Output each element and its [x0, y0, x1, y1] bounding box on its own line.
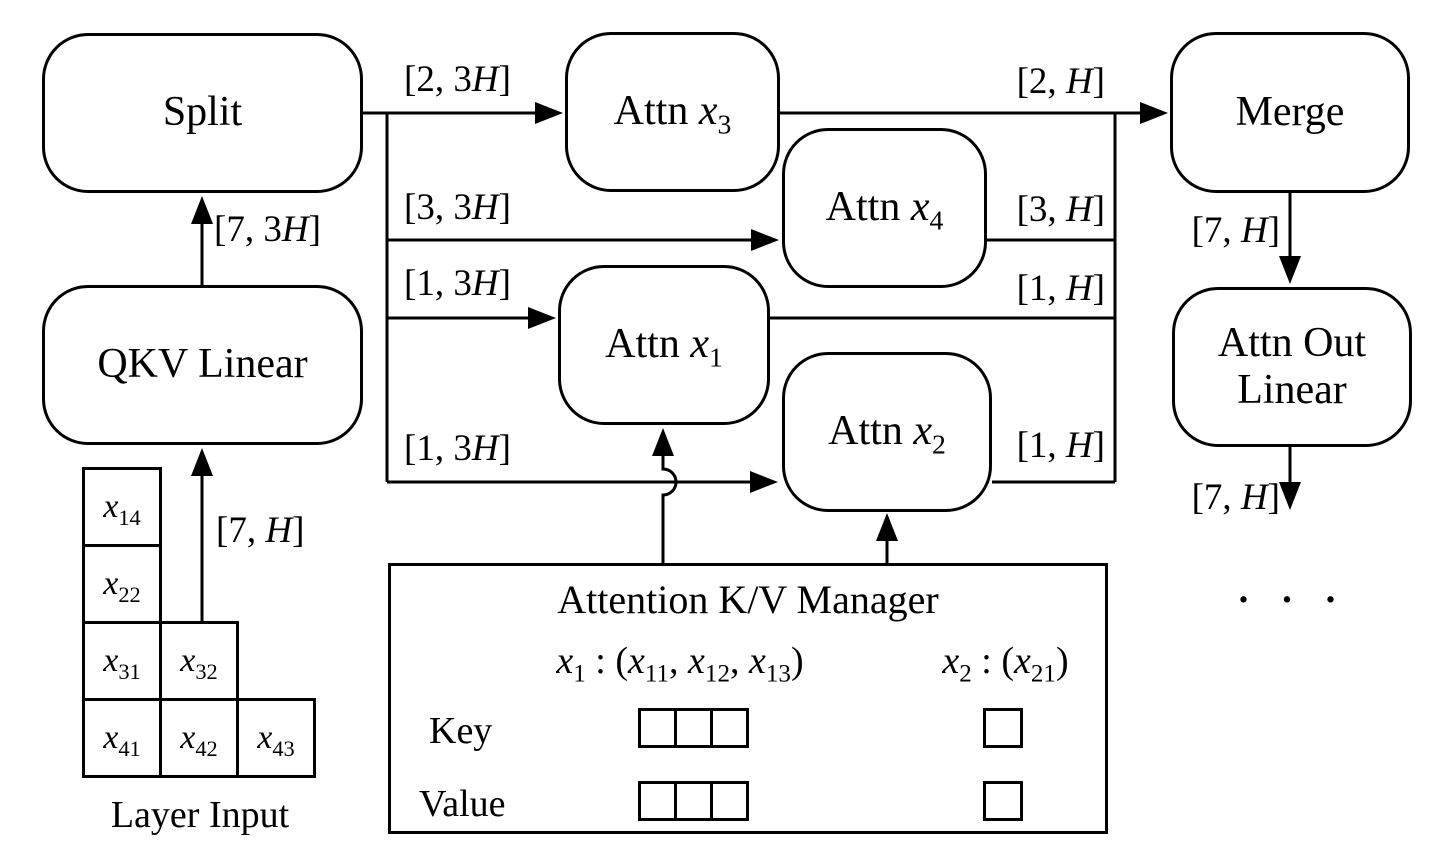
- layer-input-cell-x42: x42: [159, 698, 239, 778]
- arrowhead-split-to-attn-x3: [535, 102, 563, 124]
- edge-label-qkv-to-split: [7, 3H]: [214, 209, 321, 250]
- kv-manager-title: Attention K/V Manager: [557, 577, 939, 622]
- kv-manager-value-label: Value: [419, 783, 506, 825]
- edge-label-split-to-attn-x2: [1, 3H]: [404, 428, 511, 469]
- node-attn-x2: Attn x2: [782, 352, 992, 512]
- node-qkv-linear-label: QKV Linear: [97, 341, 308, 388]
- value-slot: [674, 781, 713, 821]
- continuation-dots: · · ·: [1234, 569, 1346, 629]
- layer-input-cell-x43: x43: [236, 698, 316, 778]
- node-attn-x4: Attn x4: [782, 128, 987, 288]
- node-split: Split: [42, 33, 363, 193]
- node-attn-out-linear: Attn Out Linear: [1172, 287, 1412, 447]
- layer-input-cell-x22: x22: [82, 544, 162, 624]
- node-attn-x4-label: Attn x4: [825, 184, 944, 236]
- kv-manager-entry-x2: x2 : (x21): [942, 640, 1069, 688]
- key-slot: [710, 708, 749, 748]
- value-slot: [710, 781, 749, 821]
- node-merge-label: Merge: [1235, 88, 1345, 135]
- edge-label-split-to-attn-x1: [1, 3H]: [404, 263, 511, 304]
- edge-label-input-to-qkv: [7, H]: [216, 510, 305, 551]
- node-attn-x2-label: Attn x2: [828, 408, 946, 460]
- arrowhead-kvm-to-attn-x2: [876, 513, 898, 541]
- node-merge: Merge: [1170, 32, 1410, 193]
- value-slot: [983, 781, 1023, 821]
- node-attn-x3: Attn x3: [565, 32, 780, 192]
- arrowhead-split-to-attn-x1: [528, 307, 556, 329]
- layer-input-cell-x14: x14: [82, 467, 162, 547]
- edge-label-attn-x2-to-merge: [1, H]: [1016, 425, 1105, 466]
- arrowhead-input-to-qkv: [191, 448, 213, 476]
- layer-input-cell-x32-label: x32: [180, 642, 218, 684]
- node-attn-x1-label: Attn x1: [605, 321, 723, 373]
- arrowhead-split-to-attn-x4: [751, 229, 779, 251]
- edge-label-merge-to-attn-out: [7, H]: [1191, 210, 1280, 251]
- kv-manager-key-label: Key: [429, 710, 493, 752]
- node-attn-x1: Attn x1: [558, 265, 770, 425]
- layer-input-cell-x31: x31: [82, 621, 162, 701]
- key-slot: [674, 708, 713, 748]
- edge-label-attn-out-output: [7, H]: [1191, 477, 1280, 518]
- arrowhead-split-to-attn-x2: [750, 471, 778, 493]
- arrowhead-attn-out-output: [1279, 482, 1301, 510]
- edge-kvm-to-attn-x1: [661, 456, 678, 563]
- arrowhead-trunk-to-merge: [1140, 102, 1168, 124]
- node-qkv-linear: QKV Linear: [42, 285, 363, 445]
- layer-input-cell-x22-label: x22: [103, 565, 141, 607]
- edge-label-attn-x4-to-merge: [3, H]: [1016, 189, 1105, 230]
- key-slot: [983, 708, 1023, 748]
- edge-label-split-to-attn-x3: [2, 3H]: [404, 59, 511, 100]
- layer-input-cell-x41: x41: [82, 698, 162, 778]
- edge-label-attn-x3-to-merge: [2, H]: [1016, 61, 1105, 102]
- layer-input-cell-x31-label: x31: [103, 642, 141, 684]
- node-attn-x3-label: Attn x3: [613, 88, 732, 140]
- layer-input-cell-x14-label: x14: [103, 488, 141, 530]
- layer-input-cell-x32: x32: [159, 621, 239, 701]
- arrowhead-merge-to-attn-out: [1279, 256, 1301, 284]
- kv-manager-key-slots-x1: [638, 708, 749, 748]
- layer-input-cell-x43-label: x43: [257, 719, 295, 761]
- layer-input-cell-x41-label: x41: [103, 719, 141, 761]
- arrowhead-qkv-to-split: [191, 196, 213, 224]
- arrowhead-kvm-to-attn-x1: [652, 428, 674, 456]
- kv-manager-value-slots-x1: [638, 781, 749, 821]
- kv-manager-box: Attention K/V Manager x1 : (x11, x12, x1…: [388, 563, 1108, 834]
- node-attn-out-linear-label: Attn Out Linear: [1217, 319, 1367, 413]
- kv-manager-key-slots-x2: [983, 708, 1023, 748]
- kv-manager-entry-x1: x1 : (x11, x12, x13): [556, 640, 804, 688]
- edge-label-split-to-attn-x4: [3, 3H]: [404, 187, 511, 228]
- edge-label-attn-x1-to-merge: [1, H]: [1016, 268, 1105, 309]
- layer-input-caption: Layer Input: [110, 794, 290, 836]
- node-split-label: Split: [162, 89, 243, 136]
- value-slot: [638, 781, 677, 821]
- layer-input-cell-x42-label: x42: [180, 719, 218, 761]
- kv-manager-value-slots-x2: [983, 781, 1023, 821]
- key-slot: [638, 708, 677, 748]
